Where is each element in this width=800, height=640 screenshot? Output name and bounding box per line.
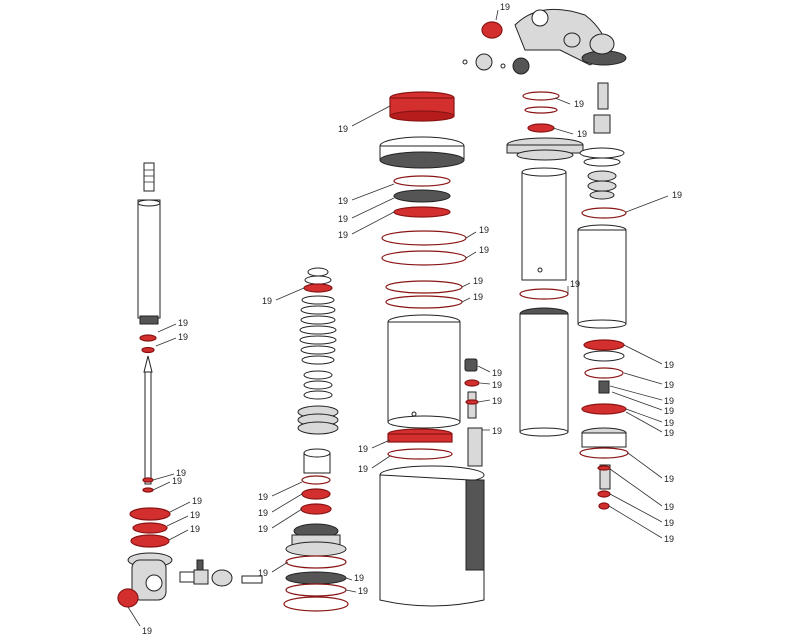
callout-label: 19 bbox=[142, 626, 152, 636]
reservoir-assembly bbox=[506, 91, 584, 437]
head-bushing bbox=[481, 21, 503, 39]
callout-label: 19 bbox=[664, 502, 674, 512]
callout-label: 19 bbox=[664, 406, 674, 416]
seal-ring bbox=[385, 295, 463, 309]
seal-ring bbox=[381, 250, 467, 266]
reservoir-body bbox=[519, 313, 569, 433]
air-can-assembly bbox=[379, 91, 485, 607]
piston-seal bbox=[132, 522, 168, 534]
valve-cap bbox=[464, 358, 478, 372]
seal-ring bbox=[381, 230, 467, 246]
callout-label: 19 bbox=[258, 568, 268, 578]
nut bbox=[211, 569, 233, 587]
callout-label: 19 bbox=[577, 129, 587, 139]
floating-piston bbox=[581, 432, 627, 448]
valve-stack bbox=[283, 267, 349, 612]
metering-needle bbox=[144, 371, 152, 485]
shaft-assembly bbox=[117, 162, 263, 608]
bolt bbox=[196, 559, 204, 571]
seal-ring bbox=[141, 346, 155, 354]
piggyback-can bbox=[577, 229, 627, 325]
callout-label: 19 bbox=[172, 476, 182, 486]
callout-label: 19 bbox=[664, 360, 674, 370]
callout-label: 19 bbox=[664, 380, 674, 390]
callout-label: 19 bbox=[190, 524, 200, 534]
callout-label: 19 bbox=[574, 99, 584, 109]
callout-label: 19 bbox=[338, 230, 348, 240]
seal-ring bbox=[393, 206, 451, 218]
valve-seal bbox=[303, 283, 333, 293]
callout-label: 19 bbox=[258, 508, 268, 518]
piston-seal bbox=[129, 507, 171, 521]
valve-core bbox=[467, 391, 477, 419]
callout-label: 19 bbox=[358, 464, 368, 474]
callout-label: 19 bbox=[358, 586, 368, 596]
callout-label: 19 bbox=[492, 380, 502, 390]
valve-stem bbox=[597, 82, 609, 110]
head-assembly bbox=[462, 8, 627, 75]
seal-ring bbox=[393, 189, 451, 203]
callout-label: 19 bbox=[664, 474, 674, 484]
callout-label: 19 bbox=[479, 245, 489, 255]
seal-ring bbox=[385, 280, 463, 294]
piggyback-assembly bbox=[577, 82, 629, 510]
damper-shaft bbox=[137, 199, 161, 319]
callout-label: 19 bbox=[473, 276, 483, 286]
callout-label: 19 bbox=[479, 225, 489, 235]
callout-label: 19 bbox=[338, 214, 348, 224]
callout-label: 19 bbox=[192, 496, 202, 506]
spacer bbox=[179, 571, 195, 583]
callout-label: 19 bbox=[664, 428, 674, 438]
callout-label: 19 bbox=[178, 332, 188, 342]
callout-label: 19 bbox=[473, 292, 483, 302]
piston-seal bbox=[130, 534, 170, 548]
callouts: 19 19 19 19 19 19 19 19 19 19 19 19 19 1… bbox=[127, 2, 682, 636]
seal-ring bbox=[300, 503, 332, 515]
callout-label: 19 bbox=[190, 510, 200, 520]
callout-label: 19 bbox=[664, 396, 674, 406]
seal-ring bbox=[301, 475, 331, 485]
callout-label: 19 bbox=[500, 2, 510, 12]
shaft-top-stud bbox=[143, 162, 155, 192]
inner-air-can bbox=[387, 321, 461, 423]
callout-label: 19 bbox=[664, 418, 674, 428]
callout-label: 19 bbox=[338, 124, 348, 134]
metering-needle-tip bbox=[143, 355, 153, 373]
callout-label: 19 bbox=[262, 296, 272, 306]
reservoir-tube bbox=[521, 171, 567, 281]
callout-label: 19 bbox=[664, 534, 674, 544]
callout-label: 19 bbox=[176, 468, 186, 478]
callout-label: 19 bbox=[178, 318, 188, 328]
callout-label: 19 bbox=[354, 573, 364, 583]
callout-label: 19 bbox=[664, 518, 674, 528]
callout-label: 19 bbox=[338, 196, 348, 206]
callout-label: 19 bbox=[492, 368, 502, 378]
callout-label: 19 bbox=[358, 444, 368, 454]
seal-ring bbox=[139, 334, 157, 342]
callout-label: 19 bbox=[258, 492, 268, 502]
eyelet-bushing bbox=[117, 588, 139, 608]
adjuster-knob bbox=[475, 53, 493, 71]
callout-label: 19 bbox=[672, 190, 682, 200]
callout-label: 19 bbox=[492, 396, 502, 406]
callout-label: 19 bbox=[258, 524, 268, 534]
callout-label: 19 bbox=[492, 426, 502, 436]
screw bbox=[241, 575, 263, 584]
seal-ring bbox=[301, 488, 331, 500]
seal-ring bbox=[393, 175, 451, 187]
callout-label: 19 bbox=[570, 279, 580, 289]
